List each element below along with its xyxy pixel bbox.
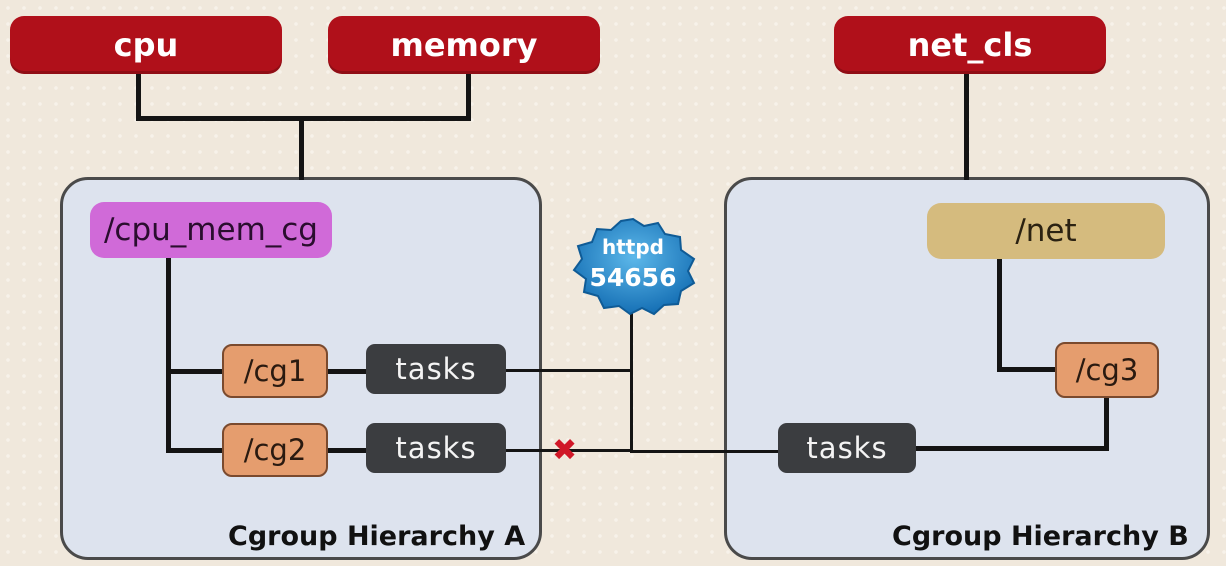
link-cg3-tasks <box>912 446 1109 451</box>
link-cg2-tasks <box>326 448 370 453</box>
connector-memory-down <box>466 70 471 120</box>
subsystem-memory: memory <box>328 16 600 74</box>
link-cg3-down <box>1104 396 1109 451</box>
tasks-cg1: tasks <box>366 344 506 394</box>
hierarchy-a-title: Cgroup Hierarchy A <box>228 521 526 552</box>
subsystem-net-cls: net_cls <box>834 16 1106 74</box>
tree-b-branch-cg3 <box>997 367 1059 372</box>
cgroup-cg3: /cg3 <box>1055 342 1159 398</box>
tasks-cg3: tasks <box>778 423 916 473</box>
cgroup-root-net: /net <box>927 203 1165 259</box>
httpd-link-cg3-tasks <box>630 450 782 453</box>
connector-cpu-down <box>136 70 141 120</box>
tree-a-trunk <box>166 255 171 453</box>
hierarchy-b-title: Cgroup Hierarchy B <box>892 521 1189 552</box>
httpd-link-cg1-tasks <box>505 369 633 372</box>
tree-b-trunk <box>997 258 1002 372</box>
process-badge: httpd 54656 <box>564 215 702 317</box>
httpd-link-down <box>630 305 633 453</box>
tasks-cg2: tasks <box>366 423 506 473</box>
process-name: httpd <box>602 235 664 259</box>
cgroup-root-cpu-mem: /cpu_mem_cg <box>90 202 332 258</box>
process-pid: 54656 <box>589 263 677 292</box>
blocked-x-icon: ✖ <box>552 433 578 468</box>
tree-a-branch-cg1 <box>166 369 226 374</box>
subsystem-cpu: cpu <box>10 16 282 74</box>
connector-to-hierarchy-a <box>299 116 304 180</box>
httpd-link-cg2-tasks <box>505 449 633 452</box>
connector-net-cls-down <box>964 70 969 180</box>
link-cg1-tasks <box>326 369 370 374</box>
cgroup-cg1: /cg1 <box>222 344 328 398</box>
cgroup-cg2: /cg2 <box>222 423 328 477</box>
process-badge-shape <box>572 217 696 316</box>
tree-a-branch-cg2 <box>166 448 226 453</box>
